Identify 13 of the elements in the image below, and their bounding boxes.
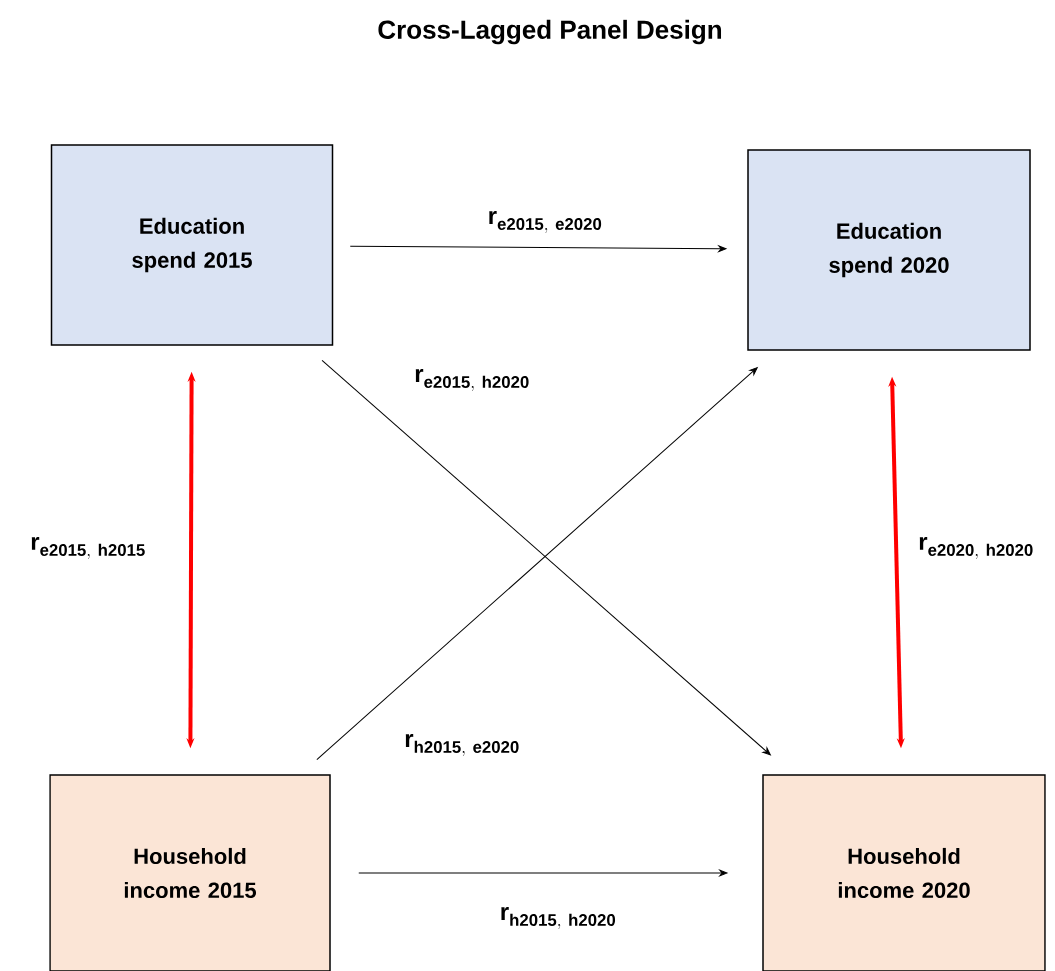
arrow [349,245,727,253]
edge-label: $\mathbf{r}_{\mathbf{e2020,\ h2020}}$ [919,536,1033,560]
box: Household income 2015 [49,774,331,971]
arrow [358,869,728,877]
edge-label: $\mathbf{r}_{\mathbf{h2015,\ e2020}}$ [405,733,519,757]
edge-label: $\mathbf{r}_{\mathbf{e2015,\ e2020}}$ [489,210,602,234]
box: Household income 2020 [762,774,1046,971]
edge-label: $\mathbf{r}_{\mathbf{e2015,\ h2015}}$ [31,536,145,560]
box: Education spend 2015 [50,144,334,346]
title: Cross-Lagged Panel Design [378,19,721,45]
edge-label: $\mathbf{r}_{\mathbf{h2015,\ h2020}}$ [501,906,616,930]
edge-label: $\mathbf{r}_{\mathbf{e2015,\ h2020}}$ [415,368,529,392]
box: Education spend 2020 [747,149,1031,351]
